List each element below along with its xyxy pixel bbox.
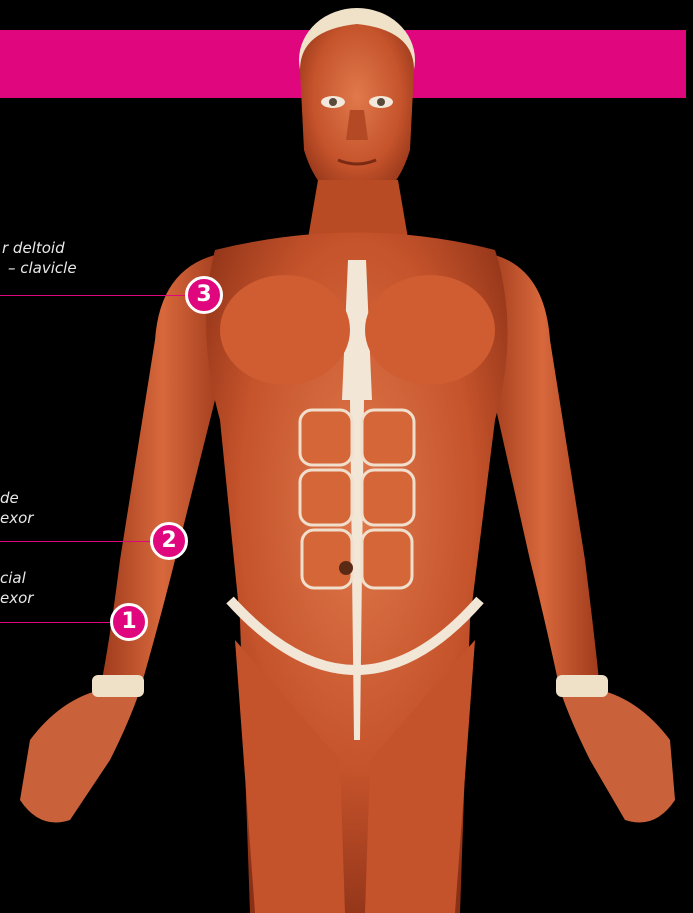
label-1-line1: cial bbox=[0, 568, 33, 588]
left-arm bbox=[20, 255, 225, 823]
label-3-line2: – clavicle bbox=[0, 258, 77, 278]
label-2-line2: exor bbox=[0, 508, 33, 528]
label-3: r deltoid – clavicle bbox=[0, 238, 77, 278]
marker-1[interactable]: 1 bbox=[110, 603, 148, 641]
label-1-line2: exor bbox=[0, 588, 33, 608]
right-arm bbox=[485, 255, 675, 823]
leader-line-3 bbox=[0, 295, 185, 296]
head bbox=[299, 8, 415, 205]
label-3-line1: r deltoid bbox=[0, 238, 77, 258]
marker-2[interactable]: 2 bbox=[150, 522, 188, 560]
marker-3[interactable]: 3 bbox=[185, 276, 223, 314]
label-2: de exor bbox=[0, 488, 33, 528]
label-2-line1: de bbox=[0, 488, 33, 508]
label-1: cial exor bbox=[0, 568, 33, 608]
leader-line-2 bbox=[0, 541, 150, 542]
leader-line-1 bbox=[0, 622, 110, 623]
